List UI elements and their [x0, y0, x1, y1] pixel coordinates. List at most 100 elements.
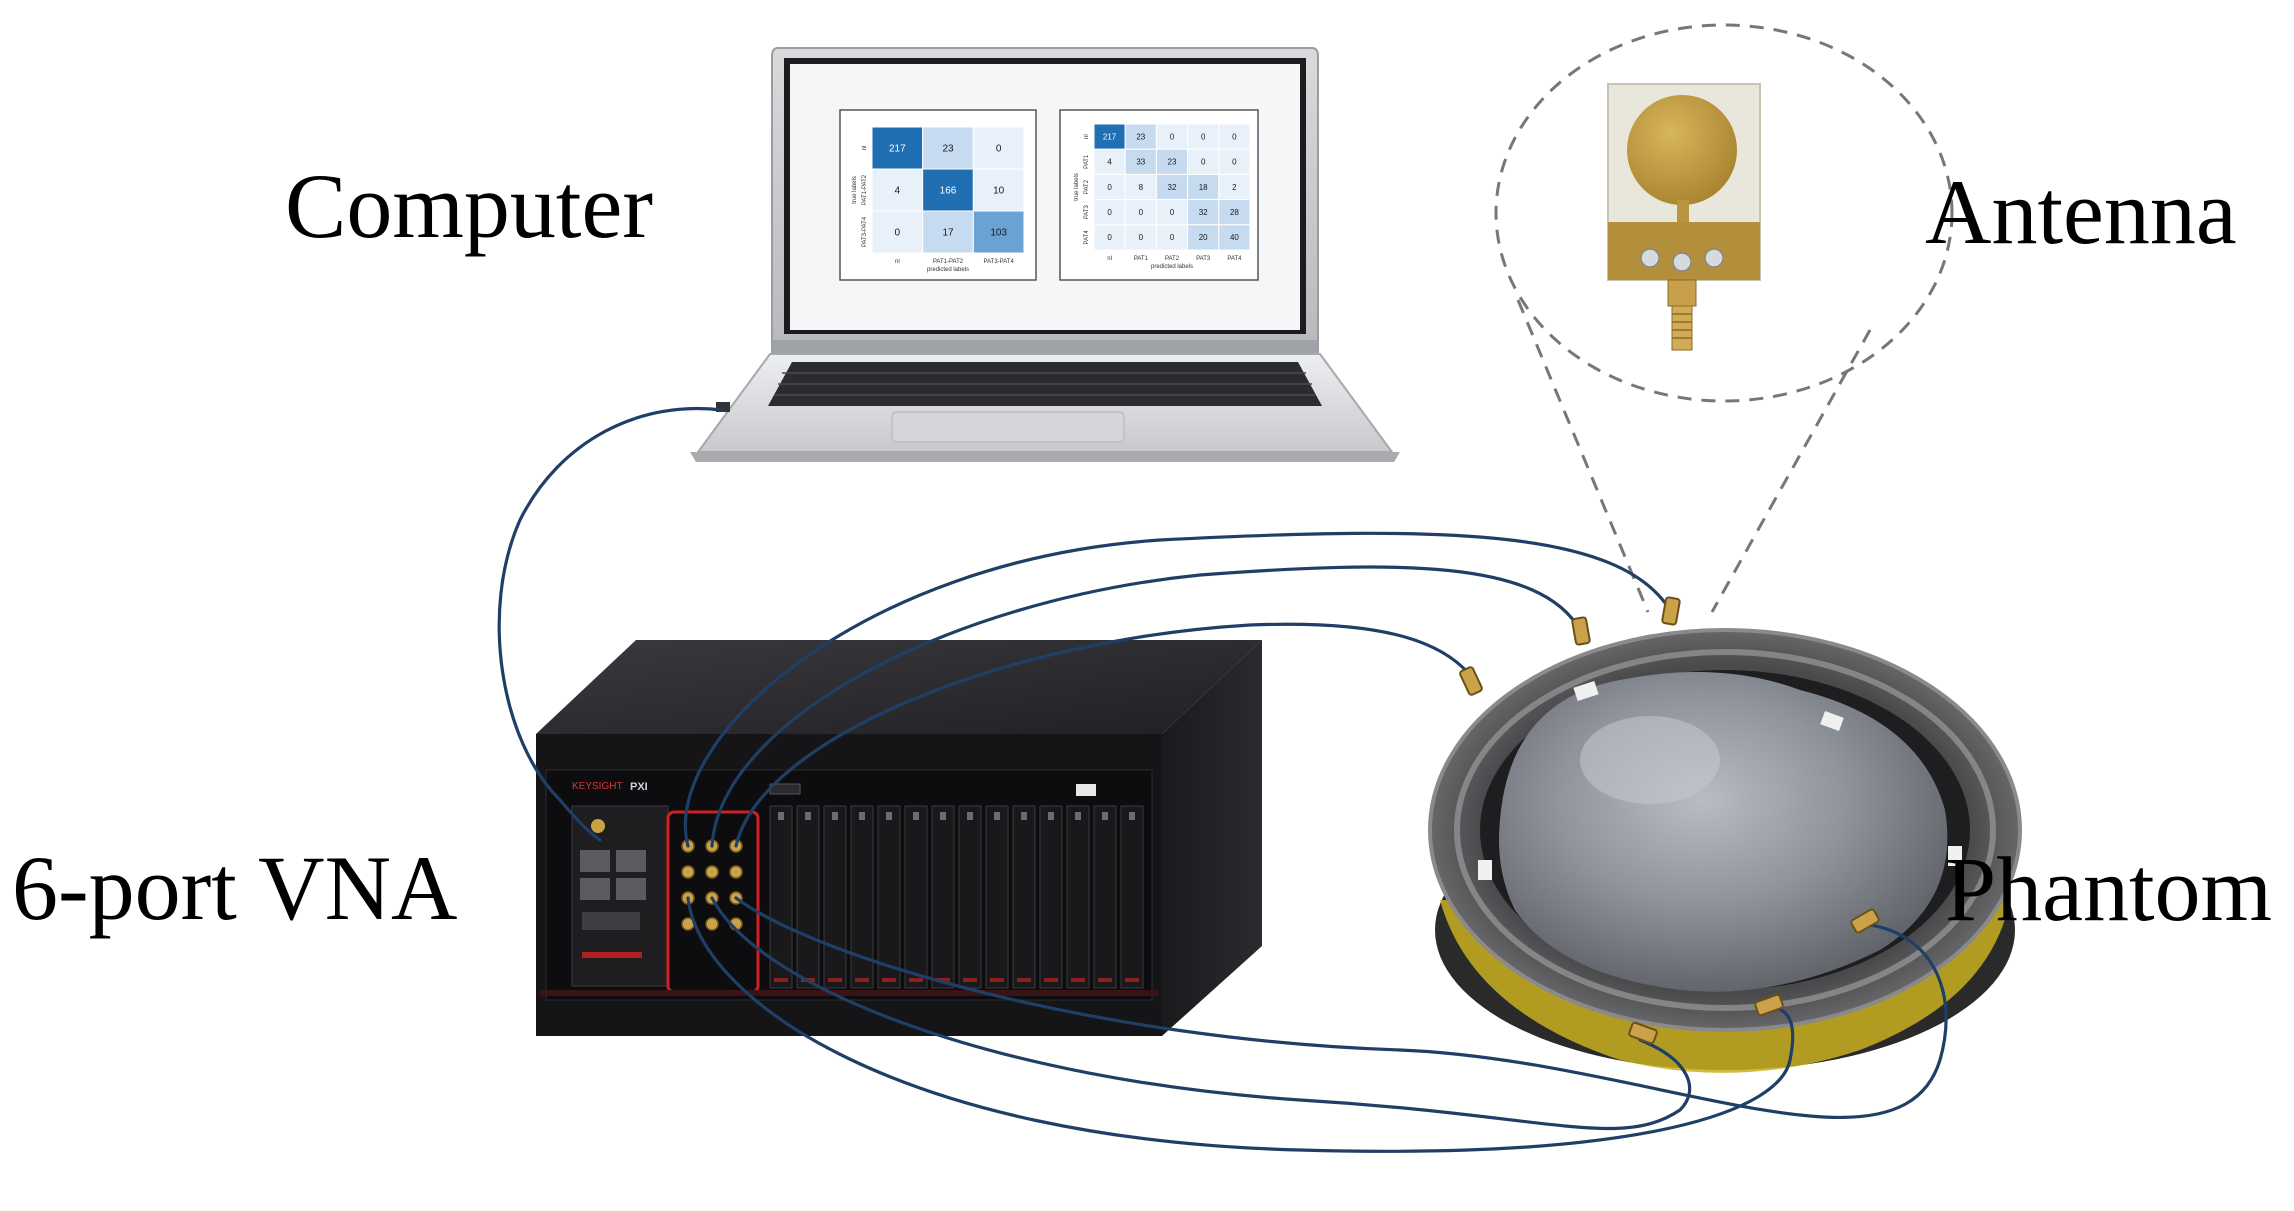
vna-slot-latch [778, 812, 784, 820]
cm-left-cell-value: 10 [993, 186, 1005, 197]
antenna-zoom-circle [1494, 23, 1954, 403]
vna-slot [796, 805, 820, 989]
cm-right-cell-value: 32 [1168, 183, 1177, 192]
cm-right-cell-value: 8 [1139, 183, 1144, 192]
vna-slot-marker [1044, 978, 1058, 982]
cm-right-cell-value: 0 [1232, 158, 1237, 167]
cm-right-cell-value: 0 [1107, 183, 1112, 192]
vna-slot-marker [1098, 978, 1112, 982]
cable-port-3 [734, 622, 1472, 848]
cm-left-y-title: true labels [852, 176, 858, 204]
vna-slot [931, 805, 955, 989]
cm-right-row-label: PAT4 [1084, 230, 1090, 245]
cm-right-cell-value: 0 [1170, 208, 1175, 217]
vna-slot-marker [855, 978, 869, 982]
cm-right-cell-value: 0 [1107, 233, 1112, 242]
cable-port-4 [686, 896, 1795, 1153]
cm-right-cell [1218, 173, 1251, 201]
cm-left-cell [972, 168, 1025, 212]
vna-slot [1039, 805, 1063, 989]
cm-right-row-label: PAT3 [1084, 204, 1090, 219]
cm-right-cell-value: 20 [1199, 233, 1208, 242]
computer-label: Computer [285, 155, 653, 257]
antenna-patch [1627, 95, 1737, 205]
cm-right-col-label: nl [1107, 256, 1112, 262]
zoom-line-right [1710, 329, 1872, 613]
cm-right-col-label: PAT2 [1165, 256, 1180, 262]
vna-slot-latch [805, 812, 811, 820]
cm-left-cell [922, 126, 974, 170]
cm-left-row-label: PAT3-PAT4 [862, 216, 868, 247]
cm-left-cell-value: 23 [942, 144, 954, 155]
cm-left-col-label: PAT1-PAT2 [933, 259, 964, 265]
vna-slot-marker [774, 978, 788, 982]
cm-right-cell [1155, 173, 1189, 201]
cm-right-cell-value: 4 [1107, 158, 1112, 167]
cm-right-cell-value: 0 [1201, 158, 1206, 167]
cm-left-cell-value: 17 [942, 228, 954, 239]
vna-slot-marker [828, 978, 842, 982]
vna-slot [769, 805, 793, 989]
vna-label: 6-port VNA [12, 837, 458, 939]
cm-right-cell-value: 0 [1107, 208, 1112, 217]
vna-slot [823, 805, 847, 989]
cm-left-cell-value: 103 [990, 228, 1007, 239]
vna-slot [1012, 805, 1036, 989]
vna-chassis-model: PXI [630, 781, 648, 793]
cm-right-col-label: PAT1 [1134, 256, 1149, 262]
vna-slot-marker [936, 978, 950, 982]
cm-right-cell [1155, 199, 1189, 226]
vna-brand: KEYSIGHT [572, 781, 623, 792]
laptop-touchpad [891, 411, 1125, 443]
cm-left-col-label: PAT3-PAT4 [984, 259, 1015, 265]
cm-left-cell-value: 166 [940, 186, 957, 197]
vna-slot-marker [963, 978, 977, 982]
cable-port-5 [710, 896, 1692, 1131]
vna-slot-latch [967, 812, 973, 820]
vna-slot [877, 805, 901, 989]
vna-slot-latch [940, 812, 946, 820]
vna-slot-marker [909, 978, 923, 982]
vna-slot-marker [1125, 978, 1139, 982]
zoom-line-left [1516, 299, 1650, 613]
cm-left-x-title: predicted labels [927, 267, 969, 273]
laptop [690, 47, 1400, 462]
cm-left-cell [972, 210, 1025, 254]
cm-right-cell-value: 23 [1168, 158, 1177, 167]
cm-right-cell-value: 0 [1139, 208, 1144, 217]
cm-right-cell-value: 2 [1232, 183, 1237, 192]
cm-right-cell [1187, 224, 1220, 251]
vna-slot-latch [1048, 812, 1054, 820]
cm-right-cell [1218, 199, 1251, 226]
vna-slot-latch [859, 812, 865, 820]
antenna-label: Antenna [1925, 161, 2237, 263]
vna-slot-latch [832, 812, 838, 820]
cable-port-2 [710, 565, 1582, 848]
antenna-sma-connector [1667, 279, 1697, 351]
vna-slot-marker [990, 978, 1004, 982]
cm-left-cell-value: 0 [996, 144, 1002, 155]
cm-left-cell-value: 4 [895, 186, 901, 197]
cm-right-x-title: predicted labels [1151, 264, 1193, 270]
cm-right-cell [1218, 148, 1251, 175]
vna-slot-marker [882, 978, 896, 982]
vna-slot-latch [913, 812, 919, 820]
cm-right-y-title: true labels [1074, 173, 1080, 201]
cm-right-cell-value: 0 [1170, 132, 1175, 141]
vna-slot [1066, 805, 1090, 989]
phantom [1428, 628, 2022, 1073]
usb-cable [497, 406, 724, 842]
cm-right-cell [1218, 123, 1251, 150]
cm-right-col-label: PAT4 [1227, 256, 1242, 262]
vna-slot [1120, 805, 1144, 989]
cm-left-cell [922, 168, 974, 212]
cm-right-cell-value: 40 [1230, 233, 1239, 242]
cable-port-6 [734, 896, 1948, 1119]
cm-left-row-label: PAT1-PAT2 [862, 174, 868, 205]
vna-slot-marker [1017, 978, 1031, 982]
phantom-label: Phantom [1945, 838, 2273, 940]
cm-left-cell-value: 217 [889, 144, 906, 155]
